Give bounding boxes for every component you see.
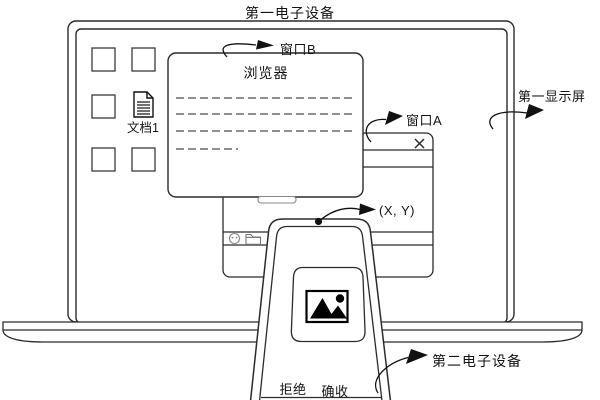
document-fold	[146, 92, 153, 99]
phone	[249, 218, 392, 400]
first-display-label: 第一显示屏	[518, 89, 586, 104]
mountain-shape	[310, 298, 334, 319]
desktop-icon-placeholder[interactable]	[131, 47, 156, 72]
browser-content-lines	[176, 97, 355, 150]
desktop-icons	[91, 47, 156, 172]
image-icon[interactable]	[305, 289, 349, 324]
desktop-icon-placeholder[interactable]	[131, 147, 156, 172]
sun-dot	[335, 294, 345, 303]
arrowhead-icon	[525, 104, 544, 119]
window-b-arrow	[222, 40, 274, 58]
touch-point-dot	[314, 217, 323, 226]
browser-window[interactable]	[167, 52, 364, 204]
arrowhead-icon	[406, 349, 428, 364]
desktop-icon-placeholder[interactable]	[91, 47, 116, 72]
touch-point-arrow	[314, 203, 376, 226]
first-device-label: 第一电子设备	[245, 5, 335, 21]
window-handle[interactable]	[257, 195, 297, 204]
folder-icon[interactable]	[245, 233, 262, 245]
reject-button[interactable]: 拒绝	[279, 382, 307, 397]
document-text-lines	[137, 101, 150, 115]
window-a-label: 窗口A	[406, 113, 443, 128]
mountain-shape-small	[328, 305, 347, 319]
phone-screen-border	[258, 225, 383, 400]
desktop-icon-placeholder[interactable]	[91, 147, 116, 172]
second-device-label: 第二电子设备	[432, 353, 522, 369]
window-a-arrow	[365, 111, 403, 143]
arrowhead-icon	[256, 40, 274, 50]
desktop-icon-placeholder[interactable]	[91, 94, 116, 119]
touch-point-label: (X, Y)	[379, 203, 415, 218]
callout-arrows	[222, 40, 544, 394]
accept-button[interactable]: 确收	[321, 384, 349, 399]
document-icon[interactable]	[133, 91, 154, 118]
arrowhead-icon	[385, 111, 403, 125]
smiley-icon[interactable]	[228, 232, 241, 245]
window-b-label: 窗口B	[280, 42, 317, 57]
document1-label: 文档1	[127, 121, 159, 135]
first-display-arrow	[489, 104, 544, 130]
browser-title: 浏览器	[243, 65, 289, 81]
second-device-arrow	[375, 349, 428, 394]
arrowhead-icon	[359, 203, 376, 215]
close-icon[interactable]	[414, 138, 425, 149]
